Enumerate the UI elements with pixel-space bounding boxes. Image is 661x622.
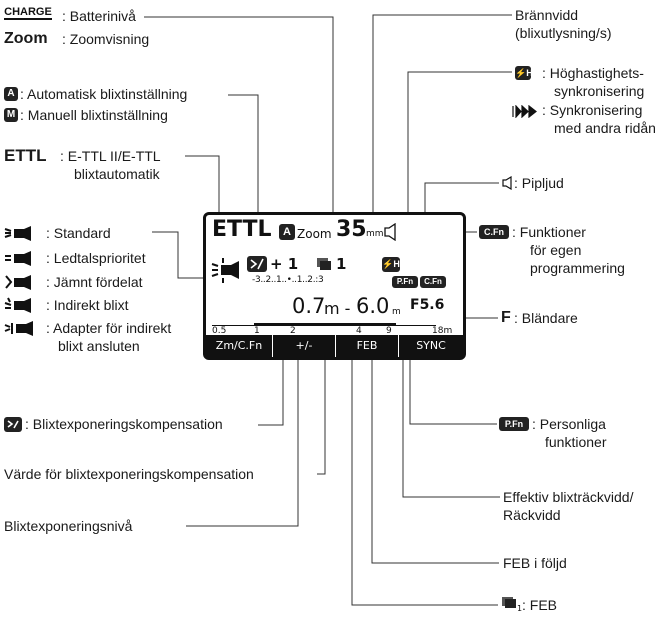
zoom-icon: Zoom [4,30,48,47]
range-label-line2: Räckvidd [503,507,561,523]
lcd-distance-scale [212,325,436,326]
auto-flash-icon: A [4,87,18,101]
lcd-feb-count: 1 [336,255,347,273]
lcd-button-fec[interactable]: +/- [273,335,336,357]
pfn-label-line1: : Personliga [532,416,606,432]
lcd-button-sync[interactable]: SYNC [399,335,463,357]
lcd-range-far: 6.0 [356,294,390,318]
bounce-adapter-icon [4,321,33,336]
focal-length-label-line1: Brännvidd [515,7,579,23]
even-coverage-label: : Jämnt fördelat [46,274,143,290]
lcd-dist-tick: 0.5 [212,326,227,336]
svg-text:1: 1 [517,604,522,612]
standard-mode-icon [4,226,31,241]
lcd-ettl: ETTL [212,217,272,242]
lcd-dist-tick: 9 [386,326,392,336]
fec-icon [4,417,22,432]
lcd-feb-icon [317,258,331,270]
manual-flash-label: : Manuell blixtinställning [20,107,168,123]
feb-sequence-label: FEB i följd [503,555,567,571]
hss-label-line1: : Höghastighets- [542,65,644,81]
cfn-label-line3: programmering [530,260,625,276]
bounce-flash-icon [4,297,31,313]
fec-label: : Blixtexponeringskompensation [25,416,223,432]
aperture-icon: F [501,309,511,326]
manual-flash-icon: M [4,108,18,122]
lcd-panel: ETTL A Zoom 35 mm + 1 1 ⚡H -3..2..1..•..… [203,212,466,360]
lcd-button-feb[interactable]: FEB [336,335,399,357]
second-curtain-icon [512,105,537,118]
ettl-label-line1: : E-TTL II/E-TTL [60,148,161,164]
bounce-flash-label: : Indirekt blixt [46,297,129,313]
lcd-focal-unit: mm [366,229,384,239]
lcd-cfn: C.Fn [420,276,446,288]
hss-icon: ⚡H [515,66,533,80]
lcd-range-near: 0.7 [292,294,326,318]
cfn-icon: C.Fn [479,225,509,239]
pfn-label-line2: funktioner [545,434,607,450]
lcd-hss-icon: ⚡H [382,257,400,272]
guide-number-priority-label: : Ledtalsprioritet [46,250,146,266]
speaker-icon [502,176,512,190]
pfn-icon: P.Fn [499,417,529,431]
lcd-mode-icon [211,258,239,283]
focal-length-label-line2: (blixutlysning/s) [515,25,612,41]
guide-number-priority-icon [5,251,31,266]
ettl-label-line2: blixtautomatik [74,166,160,182]
standard-label: : Standard [46,225,111,241]
range-label-line1: Effektiv blixträckvidd/ [503,489,634,505]
second-curtain-label-line1: : Synkronisering [542,102,643,118]
lcd-speaker-icon [384,223,396,241]
charge-label: : Batterinivå [62,8,136,24]
lcd-button-zm-cfn[interactable]: Zm/C.Fn [206,335,273,357]
lcd-dist-tick: 1 [254,326,260,336]
lcd-auto-icon: A [279,224,295,240]
lcd-aperture: F5.6 [410,297,445,313]
aperture-label: : Bländare [514,310,578,326]
lcd-pfn: P.Fn [392,276,418,288]
auto-flash-label: : Automatisk blixtinställning [20,86,188,102]
lcd-scale: -3..2..1..•..1..2.:3 [252,275,324,285]
lcd-dist-tick: 18m [432,326,453,336]
fe-level-label: Blixtexponeringsnivå [4,518,133,534]
lcd-dist-tick: 2 [290,326,296,336]
bounce-adapter-label-line1: : Adapter för indirekt [46,320,172,336]
lcd-zoom: Zoom [297,227,332,241]
lcd-fec-value: + 1 [270,255,299,273]
lcd-range-bar [254,323,396,326]
lcd-dist-tick: 4 [356,326,362,336]
zoom-label: : Zoomvisning [62,31,150,47]
even-coverage-icon [5,275,31,290]
bounce-adapter-label-line2: blixt ansluten [58,338,140,354]
beep-label: : Pipljud [514,175,564,191]
lcd-range-sep: m - [324,299,351,318]
lcd-range-unit: m [392,307,401,317]
fec-value-label: Värde för blixtexponeringskompensation [4,466,254,482]
feb-icon: 1 [502,597,522,612]
hss-label-line2: synkronisering [554,83,645,99]
lcd-fec-icon [247,256,267,272]
cfn-label-line2: för egen [530,242,582,258]
cfn-label-line1: : Funktioner [512,224,586,240]
charge-icon: CHARGE [4,6,52,20]
second-curtain-label-line2: med andra ridån [554,120,656,136]
lcd-focal: 35 [336,217,367,242]
feb-label: : FEB [522,597,558,613]
ettl-icon: ETTL [4,146,47,165]
